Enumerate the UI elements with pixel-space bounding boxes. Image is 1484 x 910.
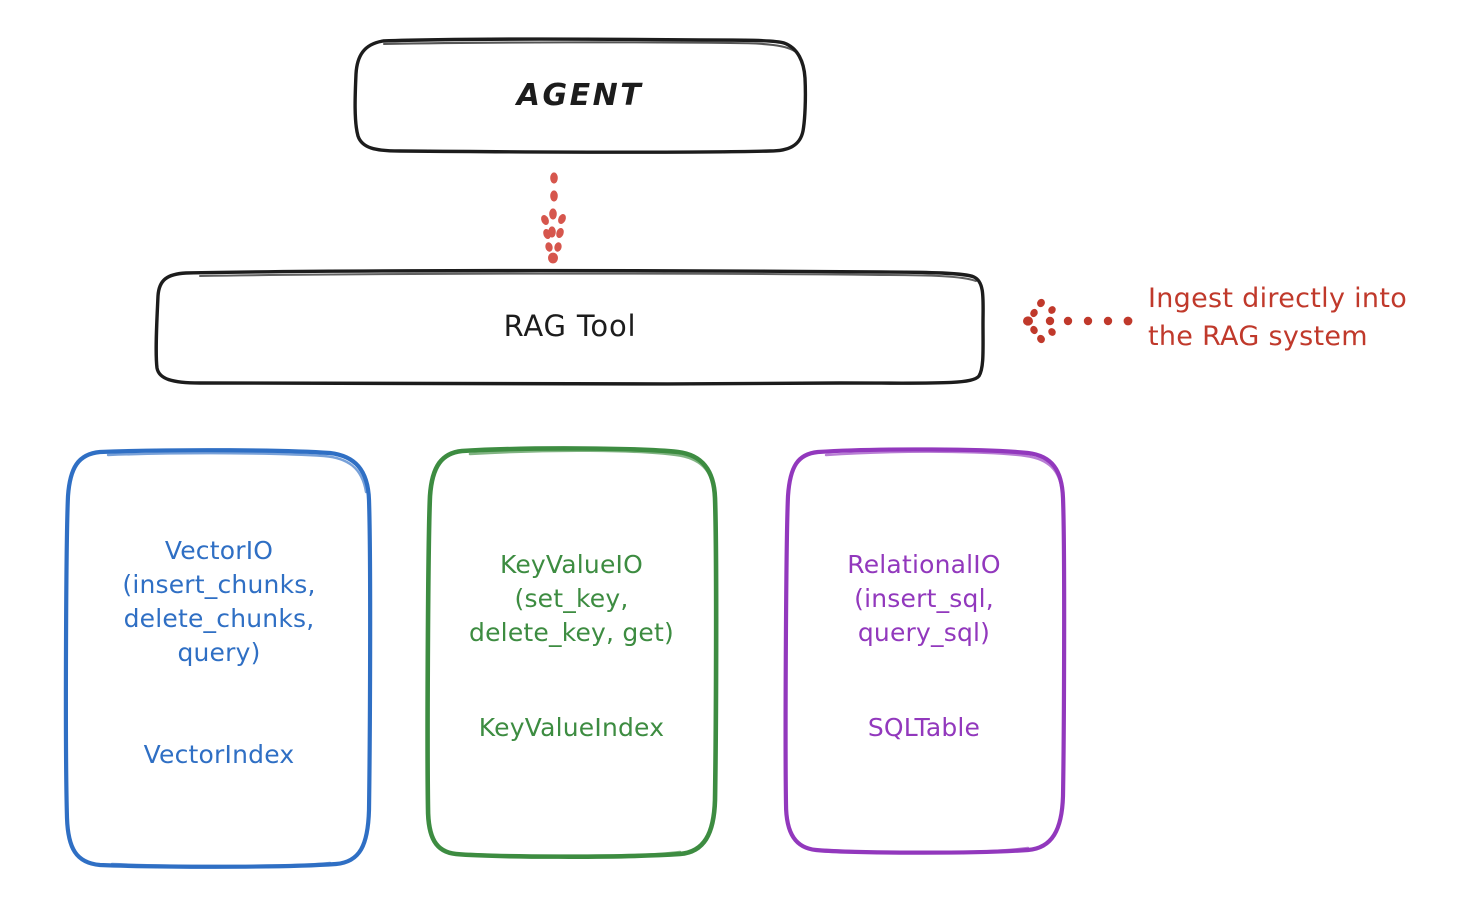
vector-store-node[interactable] xyxy=(63,448,373,869)
relational-store-index-label: SQLTable xyxy=(867,713,981,742)
keyvalue-store-node[interactable] xyxy=(425,446,719,859)
agent-to-rag-connector xyxy=(541,172,566,264)
vector-store-api-label: VectorIO (insert_chunks, delete_chunks, … xyxy=(122,536,316,667)
vector-store-index-label: VectorIndex xyxy=(143,740,295,769)
agent-label: AGENT xyxy=(516,78,644,113)
relational-store-node[interactable] xyxy=(783,447,1067,855)
rag-tool-node[interactable] xyxy=(154,268,985,386)
rag-tool-label: RAG Tool xyxy=(503,309,637,343)
keyvalue-store-index-label: KeyValueIndex xyxy=(478,713,665,742)
relational-store-api-label: RelationalIO (insert_sql, query_sql) xyxy=(847,550,1001,647)
ingest-arrow-icon xyxy=(1023,298,1133,344)
keyvalue-store-api-label: KeyValueIO (set_key, delete_key, get) xyxy=(469,550,674,647)
agent-node[interactable] xyxy=(353,37,808,154)
ingest-annotation-label: Ingest directly into the RAG system xyxy=(1148,283,1408,353)
